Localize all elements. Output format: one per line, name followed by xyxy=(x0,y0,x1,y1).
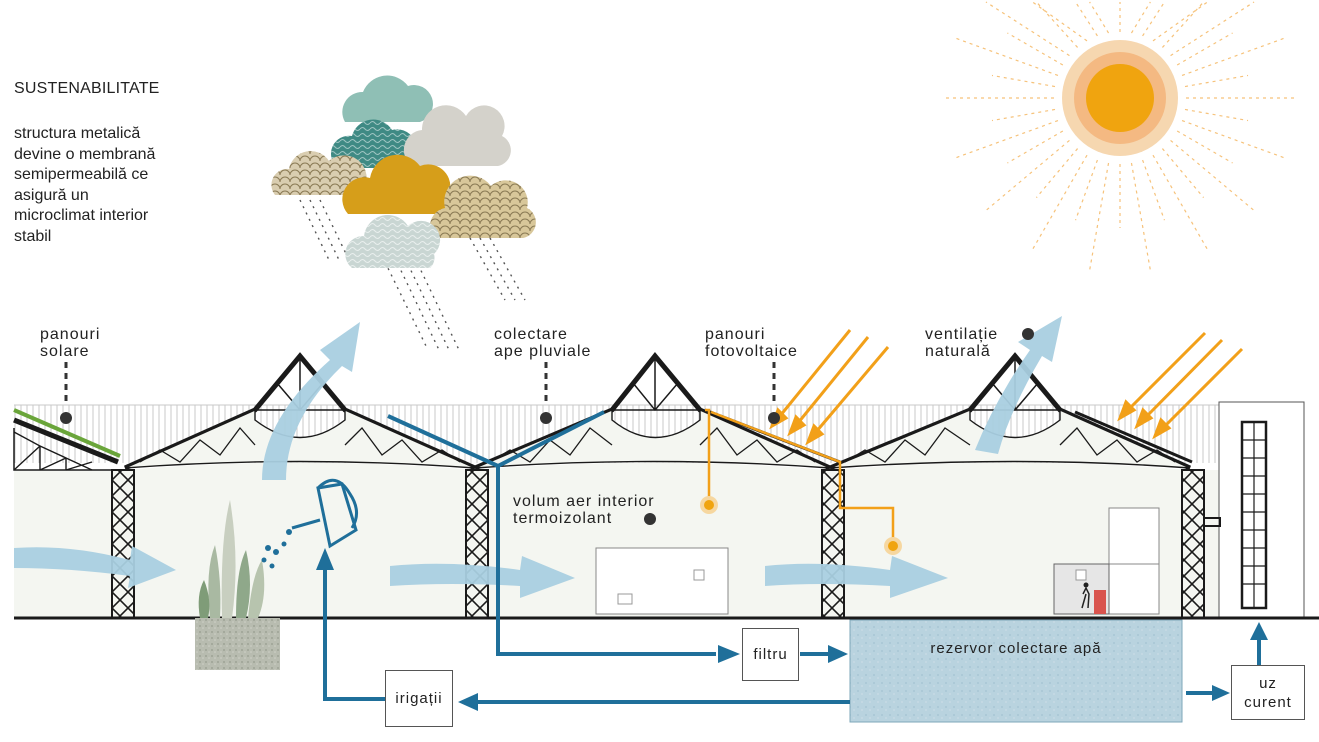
clouds-rain-icon xyxy=(271,75,536,353)
sun-ray xyxy=(1130,1,1151,34)
sun-ray xyxy=(991,108,1056,122)
intro-line: structura metalică xyxy=(14,125,141,142)
intro-line: asigură un xyxy=(14,186,89,204)
filter-label: filtru xyxy=(753,646,788,663)
water-reservoir xyxy=(849,619,1183,723)
interior-box xyxy=(595,547,729,615)
interior-box xyxy=(1108,563,1160,615)
plants-icon xyxy=(195,500,280,670)
intro-line: semipermeabilă ce xyxy=(14,166,149,183)
label-line: naturală xyxy=(925,343,991,360)
sun-ray xyxy=(955,120,1059,159)
irrigation-box: irigații xyxy=(385,670,453,727)
sun-ray xyxy=(1181,37,1285,76)
label-line: volum aer interior xyxy=(513,493,655,510)
airflow-arrows xyxy=(14,316,1062,598)
facade-pv-panels xyxy=(1240,420,1268,610)
label-line: panouri xyxy=(40,326,101,343)
sun-ray xyxy=(1035,148,1079,198)
label-interior-air-volume: volum aer interior termoizolant xyxy=(513,493,655,527)
green-solar-panel xyxy=(13,408,121,458)
sun-ray xyxy=(1152,1,1208,42)
current-use-label: uz xyxy=(1259,674,1277,692)
intro-line: devine o membrană xyxy=(14,145,156,163)
sun-icon xyxy=(945,1,1295,271)
sun-ray xyxy=(1152,154,1209,250)
intro-description: structura metalică devine o membrană sem… xyxy=(14,124,214,247)
intro-line: stabil xyxy=(14,227,52,245)
sun-ray xyxy=(1142,1,1165,37)
label-line: ape pluviale xyxy=(494,343,592,360)
label-rainwater-collection: colectare ape pluviale xyxy=(494,326,591,360)
intro-line: microclimat interior xyxy=(14,207,149,224)
sun-ray xyxy=(1184,74,1249,88)
current-use-box: uz curent xyxy=(1231,665,1305,720)
sun-ray xyxy=(1031,154,1088,250)
label-line: solare xyxy=(40,343,90,360)
sun-ray xyxy=(1170,139,1255,211)
sun-ray-arrows xyxy=(769,329,1244,446)
sun-ray xyxy=(1089,162,1110,271)
sun-ray xyxy=(991,74,1056,88)
sun-ray xyxy=(1184,108,1249,122)
filter-box: filtru xyxy=(742,628,799,681)
label-line: panouri xyxy=(705,326,766,343)
label-line: ventilație xyxy=(925,326,999,343)
label-leaders xyxy=(60,328,1034,525)
irrigation-label: irigații xyxy=(395,690,443,707)
label-solar-panels: panouri solare xyxy=(40,326,100,360)
sun-ray xyxy=(985,1,1070,57)
sun-ray xyxy=(955,37,1059,76)
sun-ray xyxy=(985,139,1070,211)
pv-wiring xyxy=(705,408,895,540)
sun-ray xyxy=(1161,1,1205,48)
watering-can-icon xyxy=(286,478,358,549)
sun-ray xyxy=(1089,1,1110,34)
sun-ray xyxy=(1181,120,1285,159)
label-photovoltaic: panouri fotovoltaice xyxy=(705,326,798,360)
water-drops-icon xyxy=(261,541,287,569)
sun-ray xyxy=(1161,148,1205,198)
sun-ray xyxy=(1032,1,1088,42)
label-natural-ventilation: ventilație naturală xyxy=(925,326,998,360)
sun-ray xyxy=(1130,162,1151,271)
label-line: colectare xyxy=(494,326,568,343)
roof-trusses xyxy=(13,352,1192,471)
label-line: fotovoltaice xyxy=(705,343,798,360)
sun-ray xyxy=(1035,1,1079,48)
reservoir-label: rezervor colectare apă xyxy=(930,640,1102,657)
intro-title: SUSTENABILITATE xyxy=(14,80,160,97)
lamp-icon xyxy=(700,496,902,555)
sun-ray xyxy=(1170,1,1255,57)
label-line: termoizolant xyxy=(513,510,613,527)
pv-panel xyxy=(1074,410,1193,464)
sun-ray xyxy=(1075,1,1098,37)
water-arrowheads xyxy=(316,548,1268,711)
interior-box xyxy=(1108,507,1160,565)
current-use-label: curent xyxy=(1244,693,1292,711)
